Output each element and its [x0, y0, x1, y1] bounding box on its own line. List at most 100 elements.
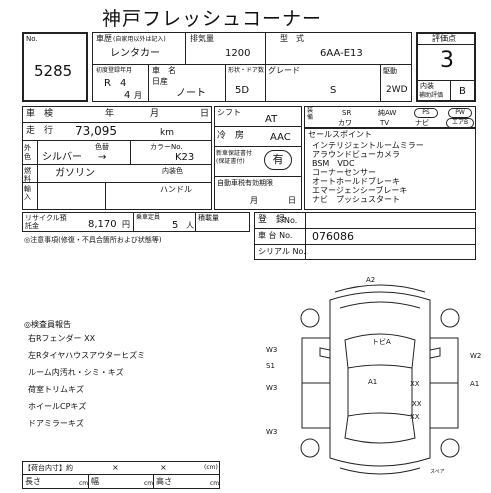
- diagram-label: S1: [266, 362, 275, 370]
- record-label: 新車保証書付(保証書付): [216, 150, 253, 165]
- diagram-label: トビA: [372, 338, 391, 346]
- maker-value: 日産: [152, 77, 168, 86]
- equip-airbag: エアB: [446, 118, 474, 128]
- notes-label: ◎注意事項(修復・不具合箇所および状態等): [24, 236, 162, 244]
- tax-day: 日: [288, 196, 296, 205]
- displacement-value: 1200: [225, 48, 251, 59]
- equip-sr: SR: [342, 109, 352, 117]
- interior-sub: 補助評価: [419, 92, 444, 99]
- tax-label: 自動車税有効期限: [217, 179, 273, 187]
- cargo-x1: ×: [112, 463, 119, 472]
- cargo-label: 【荷台内寸】約: [24, 464, 73, 472]
- exterior-color-label: 外色: [24, 144, 31, 161]
- score-value: 3: [440, 48, 454, 73]
- mileage-value: 73,095: [75, 124, 117, 138]
- equip-leather: カワ: [338, 119, 352, 127]
- grade-value: S: [330, 85, 337, 96]
- report-item: 荷室トリムキズ: [28, 385, 84, 394]
- cargo-width: 幅: [91, 477, 99, 486]
- equip-ps: PS: [414, 108, 438, 118]
- spec-grid: [22, 106, 212, 210]
- equip-navi: ナビ: [415, 119, 429, 127]
- serial-label: シリアル No.: [258, 247, 306, 256]
- diagram-label: XX: [410, 413, 420, 421]
- cargo-height-cm: cm: [210, 480, 220, 487]
- tax-month: 月: [250, 196, 258, 205]
- diagram-label: W2: [470, 352, 482, 360]
- fuel-label: 燃料: [24, 167, 31, 183]
- doors-value: 5D: [235, 85, 250, 96]
- record-value: 有: [264, 150, 292, 170]
- month-unit: 月: [134, 91, 142, 100]
- recycle-unit: 円: [122, 220, 130, 229]
- diagram-label: W3: [266, 346, 278, 354]
- sellpoint-item: コーナーセンサー: [312, 168, 376, 177]
- inspection-day: 日: [200, 109, 210, 119]
- diagram-label: XX: [412, 400, 422, 408]
- shift-grid: [214, 106, 302, 210]
- lot-box: [22, 32, 88, 102]
- chassis-label: 車 台 No.: [258, 231, 293, 240]
- cargo-unit: (cm): [204, 464, 218, 471]
- sellpoint-item: BSM VDC: [312, 159, 355, 168]
- displacement-label: 排気量: [190, 34, 214, 43]
- diagram-label: W3: [266, 384, 278, 392]
- report-item: ドアミラーキズ: [28, 419, 84, 428]
- first-reg-label: 初度登録年月: [96, 67, 133, 74]
- cargo-length: 長さ: [25, 477, 41, 486]
- model-value: 6AA-E13: [320, 48, 363, 59]
- inspection-year: 年: [105, 109, 115, 119]
- lot-number: 5285: [34, 62, 73, 80]
- registration-label: 登 録: [258, 215, 286, 225]
- recycle-label: リサイクル預託金: [25, 214, 67, 230]
- equipment-label: 装備: [307, 107, 314, 121]
- diagram-label: W3: [266, 428, 278, 436]
- report-item: ホイールCPキズ: [28, 402, 87, 411]
- load-label: 積載量: [198, 214, 219, 222]
- interior-color-label: 内装色: [162, 167, 183, 175]
- sellpoint-item: エマージェンシーブレーキ: [312, 186, 408, 195]
- sellpoint-item: オートホールドブレーキ: [312, 177, 400, 186]
- import-label: 輸入: [24, 185, 31, 201]
- capacity-value: 5: [172, 220, 179, 231]
- year-number: 4: [120, 78, 127, 89]
- color-code-value: K23: [175, 152, 195, 163]
- report-item: ルーム内汚れ・シミ・キズ: [28, 368, 124, 377]
- shift-label: シフト: [217, 108, 241, 117]
- diagram-label: XX: [410, 380, 420, 388]
- year-era: R: [104, 78, 111, 89]
- report-label: ◎検査員報告: [24, 320, 71, 329]
- cargo-grid: [22, 461, 220, 489]
- maker-label: 車 名: [152, 66, 176, 75]
- recycle-grid: [22, 212, 250, 232]
- history-label: 車歴: [96, 34, 112, 43]
- equip-pw: PW: [448, 108, 472, 118]
- shift-value: AT: [265, 114, 278, 125]
- ac-label: 冷 房: [217, 131, 245, 141]
- color-change-label: 色替: [95, 143, 109, 151]
- cargo-length-cm: cm: [79, 480, 89, 487]
- doors-label: 形状・ドア数: [228, 67, 265, 74]
- car-name: ノート: [176, 88, 206, 99]
- sellpoint-label: セールスポイント: [308, 130, 372, 139]
- sellpoint-item: インテリジェントルームミラー: [312, 141, 424, 150]
- score-label: 評価点: [432, 34, 456, 43]
- drive-value: 2WD: [386, 85, 408, 95]
- registration-grid: [254, 212, 476, 260]
- ac-value: AAC: [270, 132, 291, 143]
- diagram-label: A1: [368, 378, 378, 386]
- sellpoint-item: ナビ プッシュスタート: [312, 195, 400, 204]
- sellpoint-box: [304, 128, 476, 210]
- history-note: (自家用以外は記入): [113, 36, 166, 43]
- inspection-month: 月: [150, 109, 160, 119]
- mileage-unit: km: [160, 128, 174, 138]
- diagram-label: A2: [366, 276, 376, 284]
- history-value: レンタカー: [110, 48, 160, 59]
- fuel-value: ガソリン: [55, 168, 95, 179]
- mileage-label: 走 行: [26, 126, 54, 136]
- handle-label: ハンドル: [160, 185, 192, 194]
- drive-label: 駆動: [383, 67, 397, 75]
- equip-tv: TV: [380, 119, 390, 127]
- cargo-height: 高さ: [156, 477, 172, 486]
- cargo-width-cm: cm: [144, 480, 154, 487]
